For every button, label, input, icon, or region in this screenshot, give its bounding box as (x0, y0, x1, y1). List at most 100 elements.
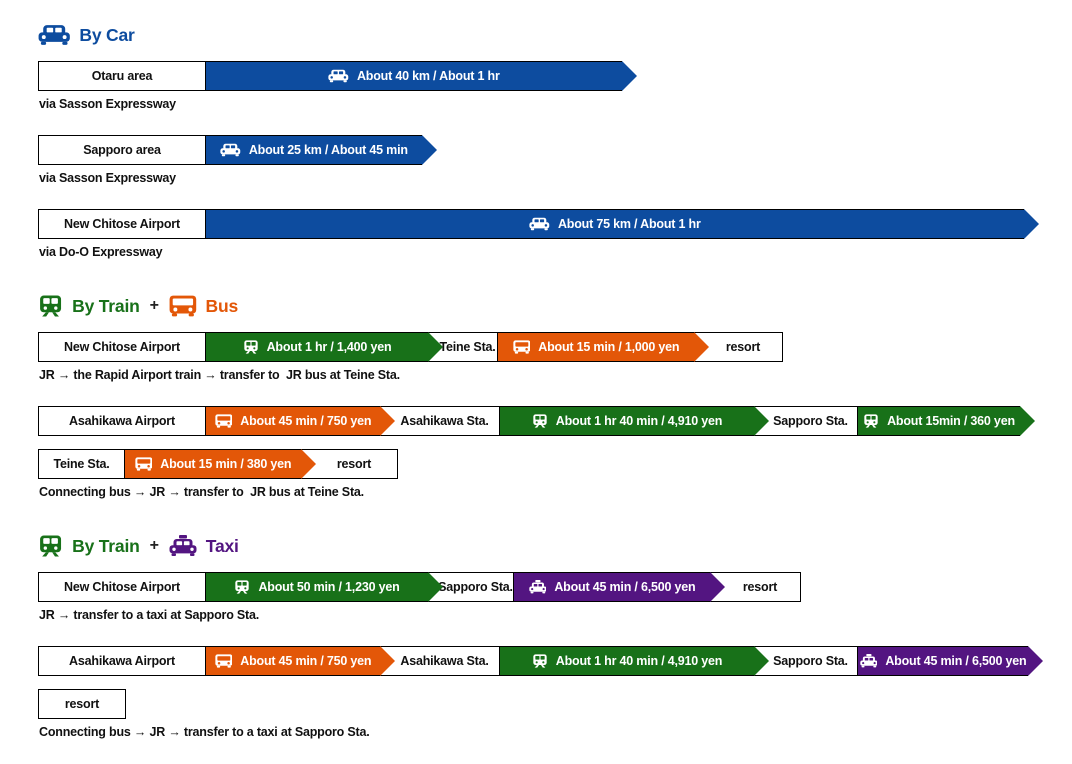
section-heading: By Car (38, 24, 1072, 46)
train-icon (234, 580, 250, 594)
station-box: New Chitose Airport (39, 210, 206, 238)
route-caption: via Sasson Expressway (39, 171, 176, 185)
route-arrow-label: About 50 min / 1,230 yen (258, 580, 400, 594)
plus-sign: + (149, 537, 159, 554)
taxi-icon (528, 580, 547, 594)
station-box: Asahikawa Sta. (380, 647, 500, 675)
station-label: resort (725, 340, 761, 354)
section-title: Taxi (205, 535, 239, 556)
bus-icon (134, 457, 153, 471)
route-bar: New Chitose Airport About 75 km / About 1… (38, 209, 1039, 239)
route-arrow-label: About 1 hr / 1,400 yen (266, 340, 392, 354)
station-box: resort (301, 450, 397, 478)
route-arrow: About 40 km / About 1 hr (206, 61, 637, 91)
station-box: New Chitose Airport (39, 333, 206, 361)
section-title: By Car (79, 24, 135, 45)
route-arrow: About 45 min / 6,500 yen (858, 646, 1043, 676)
route-row: New Chitose Airport About 1 hr / 1,400 ye… (38, 332, 1072, 382)
bus-icon (512, 340, 531, 354)
train-icon (38, 295, 63, 317)
arrow-tip (380, 406, 395, 436)
arrow-tip (301, 449, 316, 479)
access-diagram: By Car Otaru area About 40 km / About 1 h… (38, 24, 1072, 739)
car-icon (38, 24, 70, 46)
route-arrow: About 1 hr 40 min / 4,910 yen (500, 406, 769, 436)
arrow-tip (1024, 209, 1039, 239)
route-arrow: About 25 km / About 45 min (206, 135, 437, 165)
section-heading: By Train+Taxi (38, 535, 1072, 557)
route-arrow: About 15 min / 1,000 yen (498, 332, 709, 362)
station-box: Asahikawa Airport (39, 407, 206, 435)
train-icon (532, 654, 548, 668)
route-row: Otaru area About 40 km / About 1 hr via Sa… (38, 61, 1072, 111)
route-arrow: About 1 hr 40 min / 4,910 yen (500, 646, 769, 676)
arrow-tip (622, 61, 637, 91)
arrow-tip (754, 406, 769, 436)
route-caption: via Sasson Expressway (39, 97, 176, 111)
route-bar: Sapporo area About 25 km / About 45 min (38, 135, 437, 165)
arrow-tip (754, 646, 769, 676)
station-label: resort (336, 457, 372, 471)
route-arrow-label: About 15 min / 1,000 yen (538, 340, 680, 354)
bus-icon (214, 414, 233, 428)
route-arrow: About 75 km / About 1 hr (206, 209, 1039, 239)
route-bar: New Chitose Airport About 1 hr / 1,400 ye… (38, 332, 783, 362)
section-rows: Otaru area About 40 km / About 1 hr via Sa… (38, 61, 1072, 259)
route-arrow: About 45 min / 6,500 yen (514, 572, 725, 602)
route-arrow: About 50 min / 1,230 yen (206, 572, 443, 602)
station-box: Asahikawa Sta. (380, 407, 500, 435)
route-arrow: About 15min / 360 yen (858, 406, 1035, 436)
station-label: Sapporo area (83, 143, 161, 157)
train-icon (863, 414, 879, 428)
arrow-tip (1020, 406, 1035, 436)
bus-icon (214, 654, 233, 668)
car-icon (220, 143, 241, 157)
arrow-tip (1028, 646, 1043, 676)
route-row: New Chitose Airport About 75 km / About 1… (38, 209, 1072, 259)
arrow-tip (694, 332, 709, 362)
station-label: Sapporo Sta. (438, 580, 513, 594)
arrow-tip (710, 572, 725, 602)
station-label: Otaru area (91, 69, 153, 83)
train-icon (243, 340, 259, 354)
station-label: New Chitose Airport (64, 340, 180, 354)
train-icon (532, 414, 548, 428)
section-rows: New Chitose Airport About 50 min / 1,230 … (38, 572, 1072, 739)
section-title: By Train (72, 295, 140, 316)
route-caption: JR → transfer to a taxi at Sapporo Sta. (39, 608, 260, 622)
route-arrow-label: About 1 hr 40 min / 4,910 yen (555, 414, 723, 428)
station-box: resort (710, 573, 800, 601)
station-box: New Chitose Airport (39, 573, 206, 601)
station-label: resort (742, 580, 778, 594)
section-rows: New Chitose Airport About 1 hr / 1,400 ye… (38, 332, 1072, 499)
station-box: Asahikawa Airport (39, 647, 206, 675)
route-row: New Chitose Airport About 50 min / 1,230 … (38, 572, 1072, 622)
station-label: Asahikawa Sta. (400, 414, 489, 428)
route-caption: Connecting bus → JR → transfer to JR bus… (39, 485, 364, 499)
station-box: Sapporo area (39, 136, 206, 164)
arrow-tip (422, 135, 437, 165)
station-box: Teine Sta. (39, 450, 125, 478)
route-bar: resort (38, 689, 126, 719)
section-by-car: By Car Otaru area About 40 km / About 1 h… (38, 24, 1072, 259)
plus-sign: + (149, 297, 159, 314)
arrow-tip (380, 646, 395, 676)
route-row: Sapporo area About 25 km / About 45 min vi… (38, 135, 1072, 185)
route-arrow-label: About 75 km / About 1 hr (557, 217, 701, 231)
car-icon (328, 69, 349, 83)
station-label: Teine Sta. (439, 340, 496, 354)
section-heading: By Train+Bus (38, 295, 1072, 317)
station-box: Otaru area (39, 62, 206, 90)
station-label: Asahikawa Airport (69, 654, 175, 668)
route-arrow-label: About 45 min / 6,500 yen (885, 654, 1027, 668)
route-arrow-label: About 25 km / About 45 min (248, 143, 408, 157)
station-label: Sapporo Sta. (773, 414, 848, 428)
station-label: resort (64, 697, 100, 711)
